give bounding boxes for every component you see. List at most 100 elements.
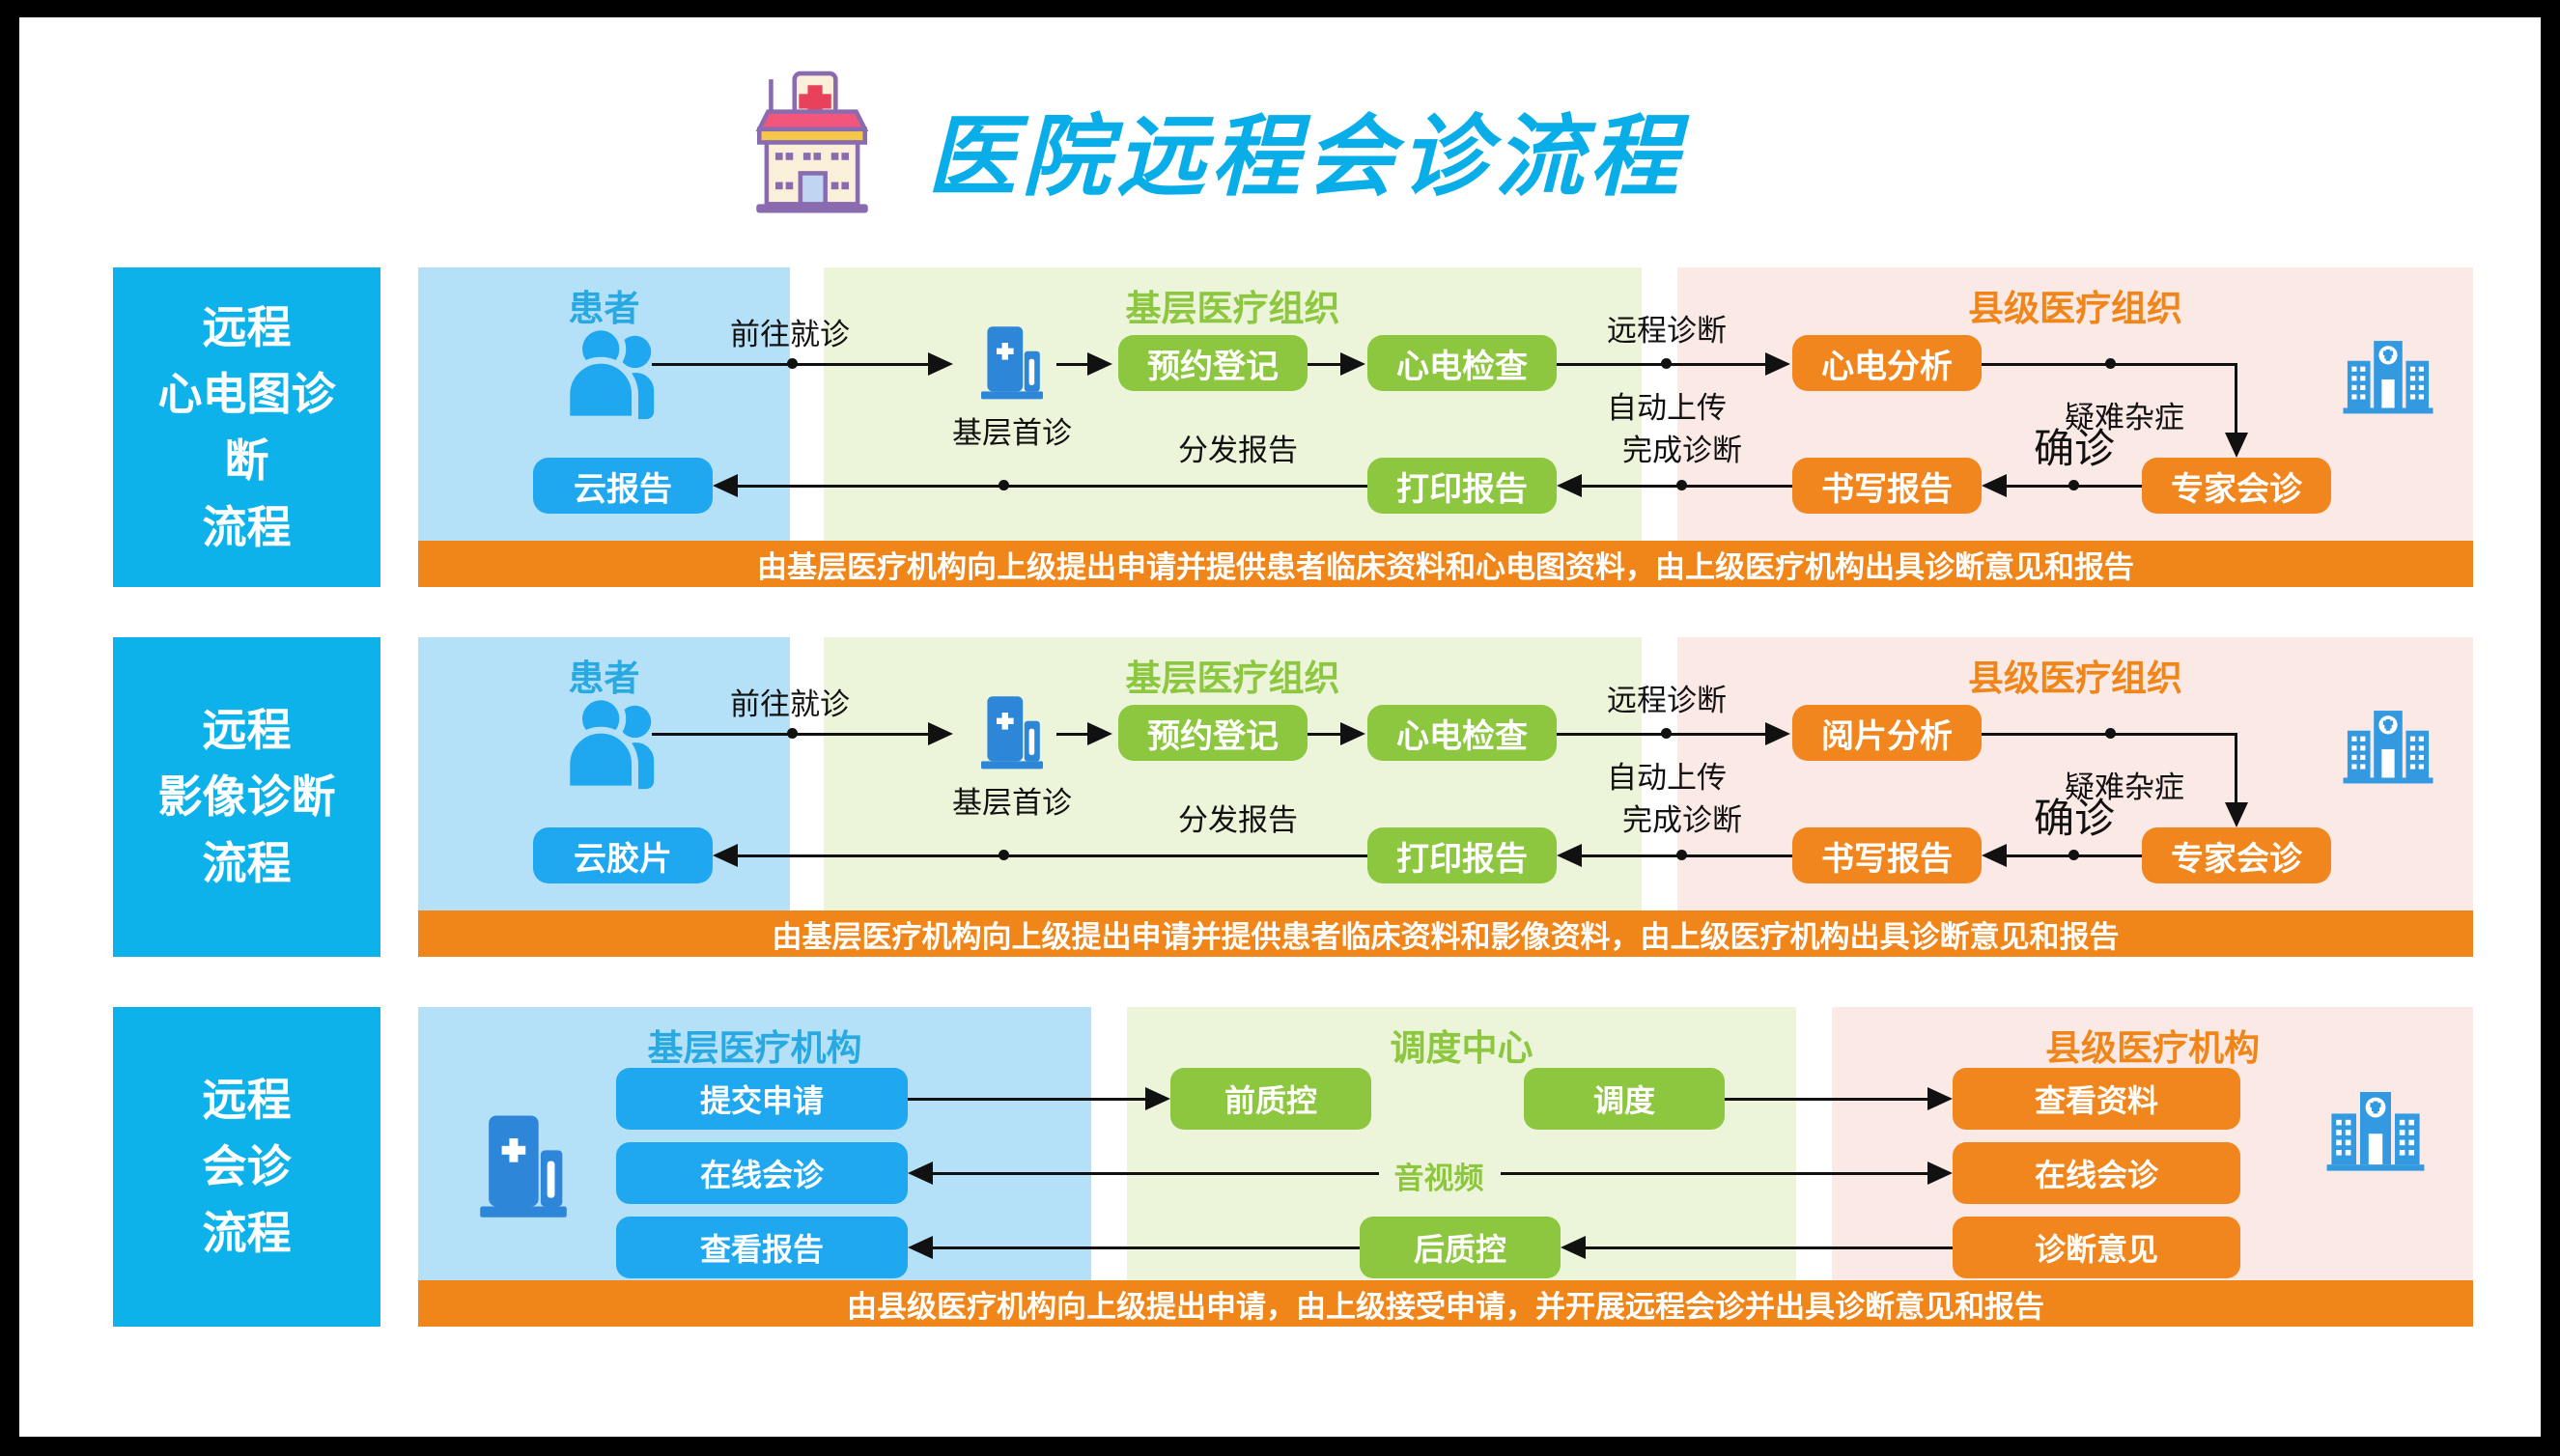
row-remote-imaging: 远程 影像诊断 流程 患者 基层医疗组织 县级医疗组织 前往就诊 基层首诊 预约…	[19, 637, 2541, 957]
arrowhead	[1340, 352, 1365, 376]
line-dot	[1676, 850, 1687, 860]
page-title: 医院远程会诊流程	[927, 108, 1685, 207]
edge-label-difficult: 疑难杂症	[2065, 401, 2184, 434]
panel-county-header: 县级医疗机构	[2045, 1028, 2260, 1068]
flow-line	[1308, 363, 1340, 366]
row-remote-consult: 远程 会诊 流程 基层医疗机构 调度中心 县级医疗机构 提交申请 在线会诊 查看…	[19, 1007, 2541, 1327]
flow-line	[1308, 733, 1340, 736]
edge-label-confirm: 确诊	[2033, 426, 2116, 471]
page-background: 医院远程会诊流程 远程 心电图诊 断 流程 患者 基层医疗组织 县级医疗组织 前…	[19, 17, 2541, 1437]
arrowhead	[1340, 722, 1365, 745]
edge-label-difficult: 疑难杂症	[2065, 770, 2184, 804]
edge-label-remote: 远程诊断	[1607, 684, 1727, 717]
node-pre-qc: 前质控	[1170, 1068, 1371, 1130]
arrowhead	[928, 352, 953, 376]
arrowhead	[1927, 1162, 1953, 1185]
node-view-data: 查看资料	[1953, 1068, 2240, 1130]
flow-line	[738, 485, 1367, 488]
node-ecg-analysis: 心电分析	[1792, 335, 1982, 391]
edge-label-audio-video: 音视频	[1393, 1162, 1484, 1195]
page-header: 医院远程会诊流程	[19, 46, 2541, 230]
node-write-report: 书写报告	[1792, 458, 1982, 514]
node-post-qc: 后质控	[1360, 1217, 1561, 1278]
arrowhead	[1765, 352, 1790, 376]
row-label-remote-imaging: 远程 影像诊断 流程	[113, 637, 380, 957]
line-dot	[2068, 850, 2079, 860]
panel-county-org: 县级医疗组织	[1677, 637, 2473, 910]
line-dot	[1661, 728, 1672, 739]
flow-line	[933, 1172, 1379, 1175]
node-cloud-report: 云报告	[533, 458, 713, 514]
flow-line	[2235, 363, 2237, 433]
edge-label-remote: 远程诊断	[1607, 314, 1727, 348]
arrowhead	[1765, 722, 1790, 745]
clinic-building-icon	[480, 1115, 567, 1218]
edge-label-visit: 前往就诊	[730, 687, 850, 721]
node-diagnosis-opinion: 诊断意见	[1953, 1217, 2240, 1278]
arrowhead	[1087, 722, 1112, 745]
row-remote-ecg: 远程 心电图诊 断 流程 患者 基层医疗组织 县级医疗组织 前往就诊 基层首诊 …	[19, 267, 2541, 587]
flow-line	[1582, 485, 1792, 488]
clinic-label: 基层首诊	[952, 786, 1072, 820]
row-caption: 由县级医疗机构向上级提出申请，由上级接受申请，并开展远程会诊并出具诊断意见和报告	[418, 1280, 2473, 1327]
node-film-analysis: 阅片分析	[1792, 705, 1982, 761]
node-write-report: 书写报告	[1792, 827, 1982, 883]
patients-icon	[560, 690, 661, 795]
panel-patient-header: 患者	[568, 658, 640, 698]
arrowhead	[908, 1236, 933, 1259]
arrowhead	[2225, 433, 2248, 458]
flow-line	[2235, 733, 2237, 802]
node-register: 预约登记	[1118, 335, 1308, 391]
flow-line	[1056, 363, 1087, 366]
arrowhead	[713, 474, 738, 497]
panel-patient-header: 患者	[568, 289, 640, 328]
clinic-label: 基层首诊	[952, 416, 1072, 450]
edge-label-visit: 前往就诊	[730, 318, 850, 351]
node-ecg-exam: 心电检查	[1367, 705, 1557, 761]
arrowhead	[713, 844, 738, 867]
edge-label-upload: 自动上传	[1607, 391, 1727, 425]
hospital-flat-icon	[2343, 711, 2433, 784]
flow-line	[1582, 854, 1792, 857]
line-dot	[1676, 480, 1687, 490]
hospital-pastel-icon	[739, 68, 886, 214]
arrowhead	[1557, 474, 1582, 497]
edge-label-confirm: 确诊	[2033, 796, 2116, 841]
flow-line	[1501, 1172, 1927, 1175]
line-dot	[999, 480, 1009, 490]
hospital-flat-icon	[2343, 341, 2433, 414]
node-dispatch: 调度	[1524, 1068, 1725, 1130]
node-online-consult-primary: 在线会诊	[616, 1142, 908, 1204]
hospital-flat-icon	[2326, 1092, 2425, 1171]
flow-line	[908, 1098, 1145, 1101]
node-print-report: 打印报告	[1367, 458, 1557, 514]
row-label-remote-consult: 远程 会诊 流程	[113, 1007, 380, 1327]
row-caption: 由基层医疗机构向上级提出申请并提供患者临床资料和影像资料，由上级医疗机构出具诊断…	[418, 910, 2473, 957]
flow-line	[1586, 1246, 1953, 1249]
line-dot	[999, 850, 1009, 860]
node-expert-consult: 专家会诊	[2142, 827, 2331, 883]
panel-primary-header: 基层医疗组织	[1125, 289, 1340, 328]
node-register: 预约登记	[1118, 705, 1308, 761]
clinic-building-icon	[981, 696, 1043, 770]
panel-county-header: 县级医疗组织	[1968, 658, 2182, 698]
flow-line	[738, 854, 1367, 857]
arrowhead	[1145, 1087, 1170, 1110]
node-expert-consult: 专家会诊	[2142, 458, 2331, 514]
line-dot	[787, 358, 798, 369]
panel-dispatch-header: 调度中心	[1390, 1028, 1533, 1068]
node-view-report: 查看报告	[616, 1217, 908, 1278]
node-cloud-film: 云胶片	[533, 827, 713, 883]
edge-label-distribute: 分发报告	[1178, 803, 1298, 837]
flow-line	[933, 1246, 1360, 1249]
flow-line	[1725, 1098, 1927, 1101]
arrowhead	[2225, 802, 2248, 827]
arrowhead	[908, 1162, 933, 1185]
edge-label-upload: 自动上传	[1607, 761, 1727, 795]
arrowhead	[1982, 474, 2007, 497]
line-dot	[2068, 480, 2079, 490]
patients-icon	[560, 321, 661, 425]
edge-label-distribute: 分发报告	[1178, 434, 1298, 467]
node-ecg-exam: 心电检查	[1367, 335, 1557, 391]
